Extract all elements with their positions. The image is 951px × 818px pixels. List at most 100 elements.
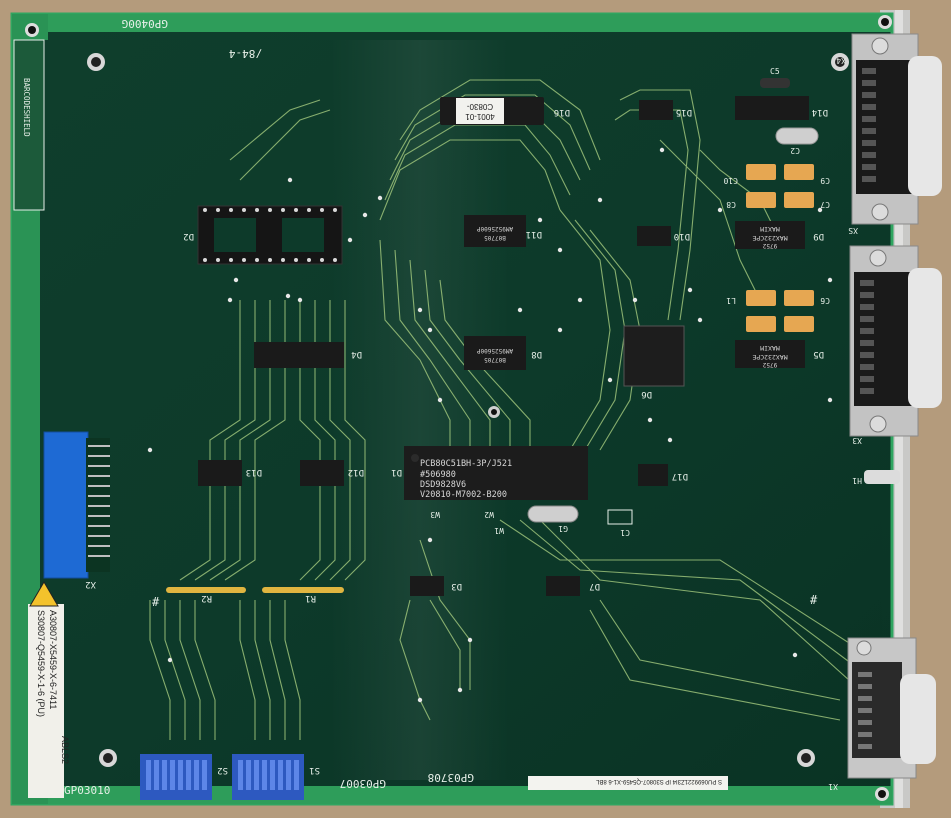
ref-c10: C10	[723, 176, 738, 185]
ref-s1: S1	[309, 765, 320, 775]
dsub-connector-x1	[847, 637, 936, 779]
board-id-bottom-mid: GP03007	[340, 777, 386, 790]
ref-c1: C1	[620, 528, 630, 537]
ref-d12: D12	[348, 467, 364, 477]
ref-x4: X4	[836, 56, 846, 65]
chip-d16: C0830- 4001-01	[440, 97, 544, 125]
vias	[147, 147, 833, 703]
resistor-network-r2	[166, 587, 246, 593]
ref-c5: C6	[820, 296, 830, 305]
board-id-bottom-right: GP03708	[428, 771, 474, 784]
d9-label-3: 9752	[762, 242, 777, 249]
ref-w2: W2	[484, 510, 494, 519]
ref-d10: D10	[674, 231, 690, 241]
ribbon-header-x2	[43, 431, 110, 579]
chip-d9: MAXIM MAX232CPE 9752	[735, 221, 805, 249]
ref-r2: R2	[201, 593, 212, 603]
board-id-top: GP0400G	[122, 17, 168, 30]
ref-w3: W3	[430, 510, 440, 519]
mounting-holes	[25, 15, 892, 801]
barcode-strip	[528, 776, 728, 790]
chip-d6	[623, 325, 685, 387]
dsub-connector-x3	[849, 245, 942, 437]
chip-d5: MAXIM MAX232CPE 9752	[735, 340, 805, 368]
ref-r1: R1	[305, 593, 316, 603]
ref-c7: C7	[820, 200, 830, 209]
ref-d8: D2	[183, 231, 194, 241]
chip-d12	[300, 460, 344, 486]
chip-main-mcu: PCB80C51BH-3P/J521 #506980 DSD9828V6 V20…	[404, 446, 588, 500]
d5-label-2: MAX232CPE	[752, 353, 787, 361]
d9-label-1: MAXIM	[760, 225, 780, 233]
inductor-l1	[760, 78, 790, 88]
fiducial-right: #	[810, 593, 818, 607]
mcu-line-3: DSD9828V6	[420, 480, 466, 490]
label-sticker: S30807-Q5459-X-1-6 (PU) A30807-X5459-X-6…	[28, 604, 70, 798]
chip-d15	[639, 100, 673, 120]
chip-d13	[198, 460, 242, 486]
ref-l1: C5	[770, 67, 780, 76]
barcode-shield	[13, 39, 45, 211]
mcu-line-2: #506980	[420, 470, 456, 480]
d5-label-3: 9752	[762, 361, 777, 368]
glare	[330, 40, 510, 780]
d2-label-2: B07705	[484, 356, 506, 363]
crystal	[775, 127, 819, 145]
fiducial-left: #	[152, 595, 160, 609]
sticker-line-1: S30807-Q5459-X-1-6 (PU)	[36, 610, 46, 717]
led-h1	[864, 470, 900, 484]
ref-x3: X3	[852, 436, 862, 445]
chip-d10	[637, 226, 671, 246]
ref-d3: D3	[451, 581, 462, 591]
dip-switch-s2	[140, 754, 212, 800]
ref-w1: W1	[494, 526, 504, 535]
ref-d14: D14	[812, 107, 828, 117]
chip-d4	[254, 342, 344, 368]
sticker-right: ABLS2	[60, 736, 70, 764]
ref-x2: X2	[85, 579, 96, 589]
barcode-shield-label: BARCODESHIELD	[22, 78, 31, 137]
ref-d7: D7	[589, 581, 600, 591]
board-rev: /84-4	[229, 47, 262, 60]
ref-d5: D5	[813, 349, 824, 359]
chip-d2: AM9525600P B07705	[464, 336, 526, 370]
ref-d6: D6	[641, 389, 652, 399]
ref-c8: C8	[726, 200, 736, 209]
d2-label-1: AM9525600P	[477, 347, 514, 354]
ref-d2: D8	[531, 349, 542, 359]
tantalum-caps	[746, 164, 814, 332]
d5-label-1: MAXIM	[760, 344, 780, 352]
chip-d7	[546, 576, 580, 596]
esd-warning-icon	[29, 581, 59, 607]
ref-c9: C9	[820, 176, 830, 185]
copper-traces	[149, 79, 861, 740]
chip-d3	[410, 576, 444, 596]
barcode-strip-text: S PU0699221Z3I4 IP S30807-Q5459-X1-6 8BL	[595, 778, 722, 784]
resistor-network-r1	[262, 587, 344, 593]
crystal-g1	[527, 505, 579, 523]
ref-d4: D4	[351, 349, 362, 359]
ref-x1: X1	[828, 782, 838, 791]
ref-g1: G1	[558, 524, 568, 533]
ref-d11: D11	[526, 229, 542, 239]
mcu-line-4: V20810-M7002-B200	[420, 490, 507, 500]
ref-c6: L1	[726, 296, 736, 305]
footprint-c1	[607, 509, 633, 525]
d9-label-2: MAX232CPE	[752, 234, 787, 242]
ref-d13: D13	[246, 467, 262, 477]
ic-socket-d8	[197, 205, 343, 265]
ref-c2: C2	[790, 146, 800, 155]
chip-d14	[735, 96, 809, 120]
mcu-line-1: PCB80C51BH-3P/J521	[420, 459, 512, 469]
ref-d16: D16	[554, 107, 570, 117]
chip-d11: AM9525600P B07705	[464, 215, 526, 247]
top-edge-band	[12, 14, 892, 32]
d11-label-1: AM9525600P	[477, 225, 514, 232]
d16-label-1: C0830-	[467, 102, 494, 111]
ref-xs: XS	[848, 226, 858, 235]
board-id-bottom-left: GP03010	[64, 784, 110, 797]
dip-switch-s1	[232, 754, 304, 800]
ref-h1: H1	[852, 476, 862, 485]
